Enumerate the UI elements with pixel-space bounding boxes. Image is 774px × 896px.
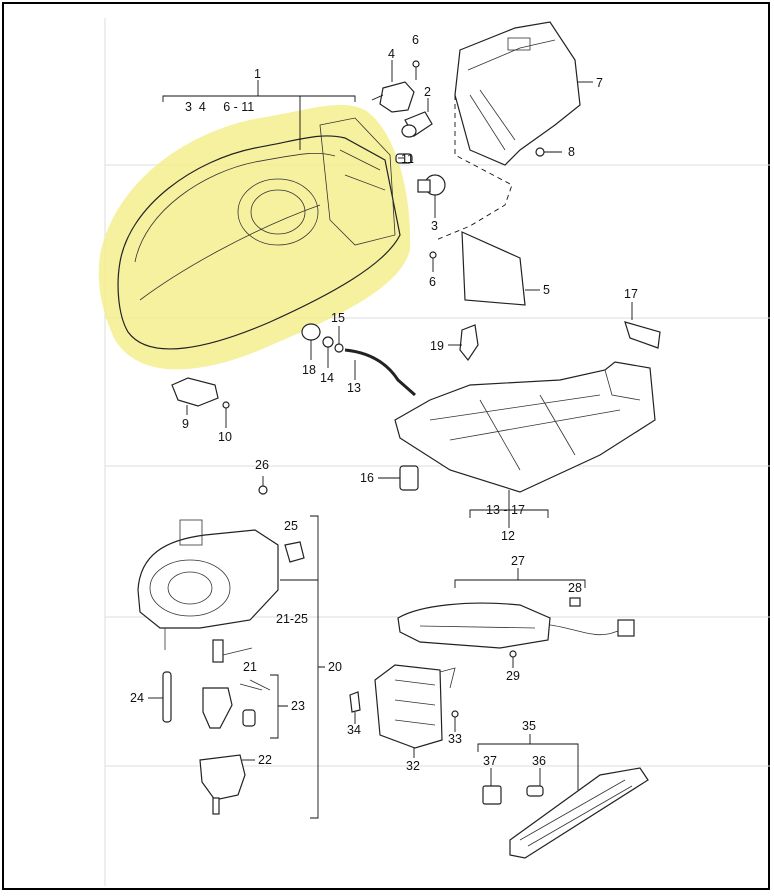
callout-34: 34 bbox=[347, 723, 361, 737]
callout-16: 16 bbox=[360, 471, 374, 485]
callout-14: 14 bbox=[320, 371, 334, 385]
bulb-3[interactable] bbox=[417, 174, 446, 196]
socket-23[interactable] bbox=[202, 674, 288, 739]
rear-housing[interactable] bbox=[454, 21, 581, 166]
hose-13[interactable] bbox=[344, 348, 416, 397]
side-marker[interactable] bbox=[477, 734, 649, 859]
fog-bulb[interactable] bbox=[212, 639, 253, 663]
callout-15: 15 bbox=[331, 311, 345, 325]
callout-labels: 1 3 4 6 - 11 2 3 4 5 6 6 7 8 9 10 11 12 … bbox=[130, 33, 638, 773]
tray-assembly[interactable] bbox=[394, 361, 656, 493]
callout-24: 24 bbox=[130, 691, 144, 705]
headlamp-assembly[interactable] bbox=[117, 117, 401, 350]
callout-8: 8 bbox=[568, 145, 575, 159]
callout-13: 13 bbox=[347, 381, 361, 395]
callout-1: 1 bbox=[254, 67, 261, 81]
daytime-running-light[interactable] bbox=[397, 568, 635, 649]
screw-33[interactable] bbox=[451, 710, 459, 732]
callout-28: 28 bbox=[568, 581, 582, 595]
screw-top[interactable] bbox=[412, 60, 420, 80]
bulb-holder-37[interactable] bbox=[482, 768, 502, 805]
control-module[interactable] bbox=[171, 377, 219, 415]
callout-12: 12 bbox=[501, 529, 515, 543]
callout-13-17: 13 - 17 bbox=[486, 503, 525, 517]
grommet-18[interactable] bbox=[301, 323, 321, 360]
callout-6-top: 6 bbox=[412, 33, 419, 47]
callout-21: 21 bbox=[243, 660, 257, 674]
clip-17[interactable] bbox=[624, 302, 661, 349]
clip-25[interactable] bbox=[284, 541, 305, 563]
callout-9: 9 bbox=[182, 417, 189, 431]
washer-15[interactable] bbox=[334, 326, 344, 353]
screw-mid[interactable] bbox=[429, 251, 437, 272]
callout-33: 33 bbox=[448, 732, 462, 746]
screw-10[interactable] bbox=[222, 401, 230, 428]
leveling-motor[interactable] bbox=[371, 81, 415, 113]
callout-5: 5 bbox=[543, 283, 550, 297]
callout-35: 35 bbox=[522, 719, 536, 733]
bracket-19[interactable] bbox=[448, 324, 479, 362]
callout-6-mid: 6 bbox=[429, 275, 436, 289]
callout-19: 19 bbox=[430, 339, 444, 353]
callout-29: 29 bbox=[506, 669, 520, 683]
clip-28[interactable] bbox=[569, 597, 581, 607]
ballast-unit[interactable] bbox=[374, 664, 456, 758]
callout-18: 18 bbox=[302, 363, 316, 377]
screw-26[interactable] bbox=[258, 476, 268, 495]
callout-3: 3 bbox=[431, 219, 438, 233]
callout-4: 4 bbox=[388, 47, 395, 61]
rod-24[interactable] bbox=[148, 671, 172, 723]
callout-11: 11 bbox=[401, 152, 414, 166]
callout-25: 25 bbox=[284, 519, 298, 533]
screw-8[interactable] bbox=[535, 147, 562, 157]
clip-11[interactable] bbox=[395, 153, 413, 164]
callout-20: 20 bbox=[328, 660, 342, 674]
callout-10: 10 bbox=[218, 430, 232, 444]
nut-14[interactable] bbox=[322, 336, 334, 368]
callout-37: 37 bbox=[483, 754, 497, 768]
bracket-34[interactable] bbox=[349, 691, 361, 724]
callout-17: 17 bbox=[624, 287, 638, 301]
bracket-20 bbox=[280, 515, 325, 819]
fog-lamp[interactable] bbox=[137, 519, 279, 650]
cover-plate[interactable] bbox=[461, 231, 540, 306]
callout-23: 23 bbox=[291, 699, 305, 713]
screw-29[interactable] bbox=[509, 650, 517, 668]
callout-26: 26 bbox=[255, 458, 269, 472]
callout-2: 2 bbox=[424, 85, 431, 99]
callout-22: 22 bbox=[258, 753, 272, 767]
plug-16[interactable] bbox=[378, 465, 419, 491]
callout-27: 27 bbox=[511, 554, 525, 568]
bulb-36[interactable] bbox=[526, 768, 544, 797]
headlamp-highlight[interactable] bbox=[98, 104, 411, 370]
callout-21-25: 21-25 bbox=[276, 612, 308, 626]
callout-32: 32 bbox=[406, 759, 420, 773]
bulb-h7[interactable] bbox=[401, 111, 433, 138]
callout-1-sub: 3 4 6 - 11 bbox=[185, 100, 254, 114]
fog-housing[interactable] bbox=[199, 754, 255, 815]
callout-7: 7 bbox=[596, 76, 603, 90]
callout-36: 36 bbox=[532, 754, 546, 768]
